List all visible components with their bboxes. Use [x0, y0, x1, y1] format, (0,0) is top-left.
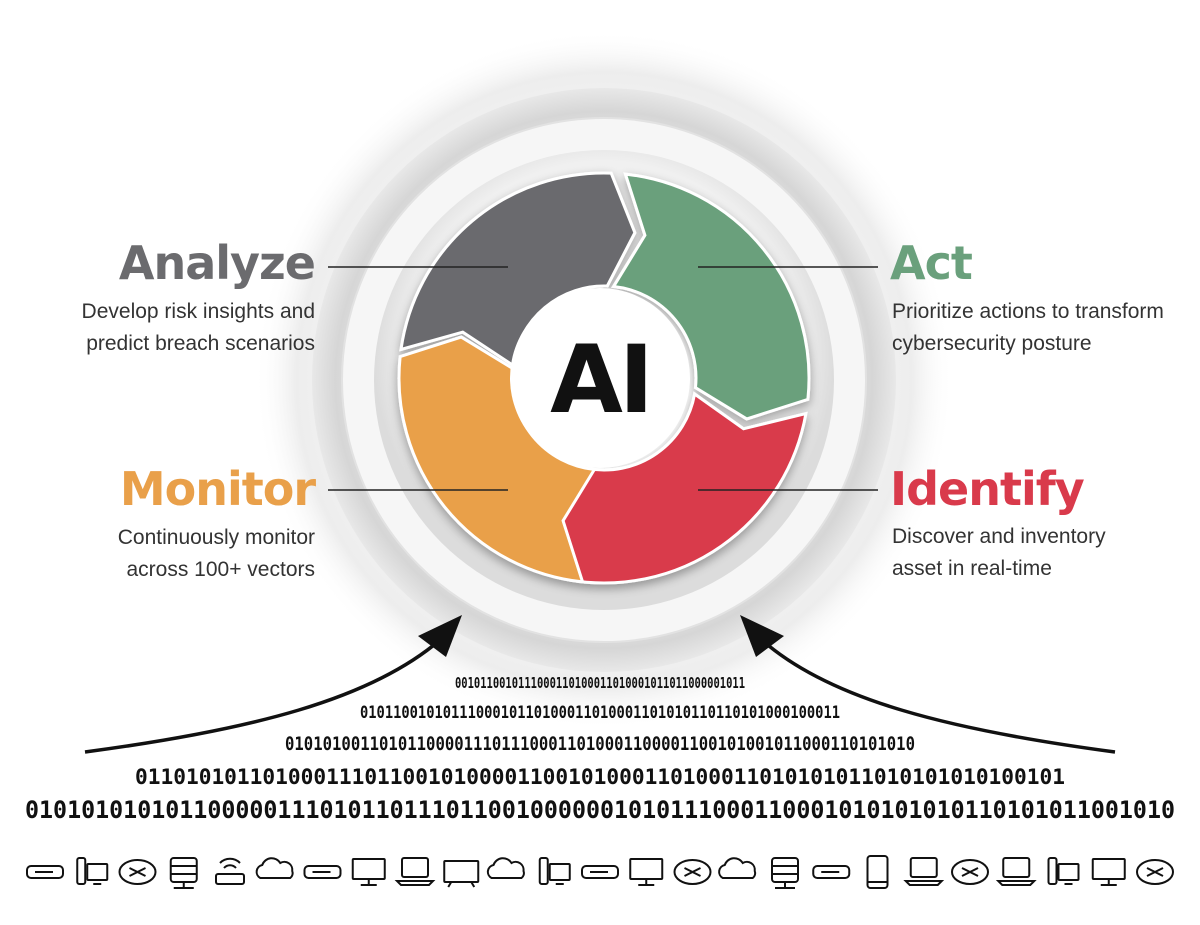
analyze-desc-line-2: predict breach scenarios: [86, 332, 315, 355]
cloud-icon: [486, 857, 525, 879]
monitor-description: Continuously monitor across 100+ vectors: [15, 522, 315, 586]
server-icon: [26, 865, 64, 879]
binary-row-4: 0110101011010001110110010100001100101000…: [135, 765, 1065, 789]
laptop-icon: [903, 857, 945, 886]
right-arrow: [740, 615, 1116, 754]
analyze-desc-line-1: Develop risk insights and: [81, 300, 315, 323]
monitor-icon: [629, 858, 664, 886]
segment-act: [611, 172, 811, 421]
monitor-desc-line-1: Continuously monitor: [117, 526, 315, 549]
monitor-icon: [351, 858, 386, 886]
server-icon: [812, 865, 851, 879]
monitor-title: Monitor: [119, 462, 316, 516]
binary-row-3: 0101010011010110000111011100011010001100…: [285, 733, 915, 755]
center-circle: [510, 288, 690, 468]
cloud-icon: [255, 857, 294, 879]
binary-row-1: 0010110010111000110100011010001011011000…: [455, 674, 745, 692]
analyze-title: Analyze: [118, 236, 316, 290]
desktop-icon: [1047, 857, 1080, 885]
left-arrow: [84, 615, 462, 754]
binary-row-2: 0101100101011100010110100011010001101010…: [360, 703, 840, 723]
act-desc-line-1: Prioritize actions to transform: [892, 300, 1164, 323]
router-icon: [951, 859, 989, 885]
laptop-icon: [394, 857, 436, 886]
device-icon-row: [26, 855, 1174, 889]
router-icon: [118, 859, 157, 885]
act-description: Prioritize actions to transform cybersec…: [892, 296, 1197, 360]
wifi-router-icon: [215, 857, 245, 885]
identify-title: Identify: [890, 462, 1085, 516]
desktop-icon: [538, 857, 571, 885]
monitor-desc-line-2: across 100+ vectors: [126, 558, 315, 581]
cloud-icon: [718, 857, 757, 879]
server-icon: [303, 865, 342, 879]
center-ai-label: AI: [550, 326, 650, 435]
server-rack-icon: [169, 857, 198, 889]
binary-stream: 0010110010111000110100011010001011011000…: [25, 674, 1175, 824]
router-icon: [673, 859, 712, 885]
identify-desc-line-2: asset in real-time: [892, 557, 1052, 580]
identify-description: Discover and inventory asset in real-tim…: [892, 521, 1197, 585]
server-rack-icon: [771, 857, 799, 889]
laptop-icon: [995, 857, 1037, 886]
act-title: Act: [890, 236, 973, 290]
desktop-icon: [76, 857, 109, 885]
server-icon: [581, 865, 619, 879]
tv-icon: [443, 860, 480, 888]
analyze-description: Develop risk insights and predict breach…: [15, 296, 315, 360]
binary-row-5: 0101010101011000001110101101110110010000…: [25, 796, 1175, 824]
phone-icon: [866, 855, 889, 889]
identify-desc-line-1: Discover and inventory: [892, 525, 1106, 548]
monitor-icon: [1091, 858, 1126, 886]
router-icon: [1136, 859, 1174, 885]
act-desc-line-2: cybersecurity posture: [892, 332, 1092, 355]
